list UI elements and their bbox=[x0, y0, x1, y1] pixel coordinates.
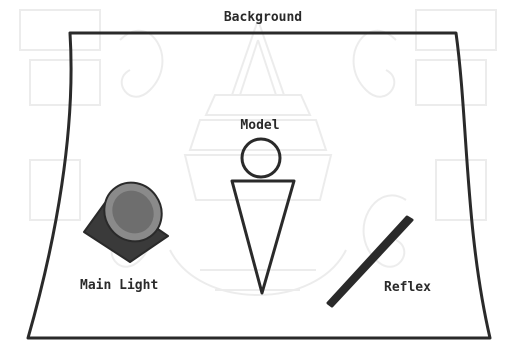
reflex-label: Reflex bbox=[384, 280, 431, 295]
spotlight-icon bbox=[84, 171, 173, 262]
backdrop-label: Background bbox=[224, 10, 302, 25]
model-label: Model bbox=[240, 118, 279, 133]
model-head bbox=[242, 139, 280, 177]
main-light-label: Main Light bbox=[80, 278, 158, 293]
model-body bbox=[232, 181, 294, 293]
temple-seal-watermark bbox=[20, 10, 496, 295]
